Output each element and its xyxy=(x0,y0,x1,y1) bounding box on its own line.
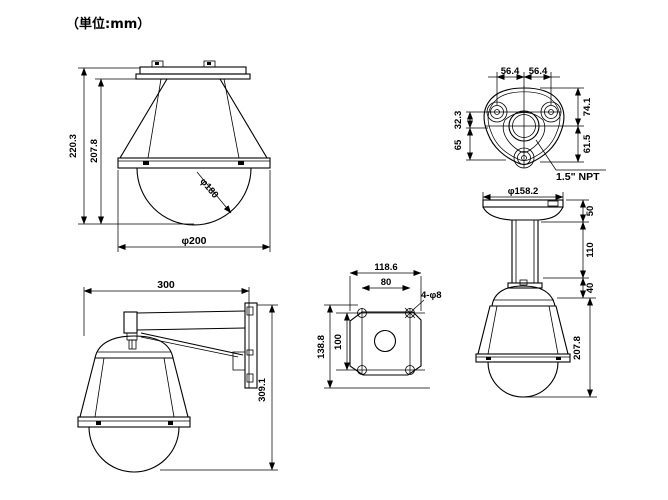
mount-stud xyxy=(128,339,137,350)
arm-end-cap xyxy=(123,311,138,334)
wall-bracket-view: 300 309.1 xyxy=(77,279,278,473)
dim-canopy-height: 50 xyxy=(585,206,596,217)
screw-hole xyxy=(357,365,367,375)
pipe-collar xyxy=(507,282,543,289)
dim-body-height: 207.8 xyxy=(89,139,100,163)
base-outline-group xyxy=(483,86,565,169)
tab-slot xyxy=(207,62,211,65)
brace xyxy=(140,336,239,358)
dim-camera-height: 207.8 xyxy=(572,336,583,360)
canopy xyxy=(482,206,564,221)
screw-hole xyxy=(357,308,367,318)
body-crease xyxy=(548,305,559,355)
top-band xyxy=(135,73,251,80)
dim-hole-spacing-left: 56.4 xyxy=(501,66,520,77)
ring-bolt xyxy=(143,161,149,165)
dim-pipe-length: 110 xyxy=(585,242,596,257)
dim-offset-lower-left: 65 xyxy=(453,139,464,150)
cable-hole xyxy=(373,329,397,353)
dim-hole-pitch-width: 80 xyxy=(381,277,392,288)
dim-plate-width: 118.6 xyxy=(374,262,397,273)
dome xyxy=(88,426,180,473)
dim-hole-spacing-right: 56.4 xyxy=(529,66,548,77)
dome-leader xyxy=(196,171,232,214)
wall-plate xyxy=(244,302,258,389)
dome xyxy=(487,361,559,398)
plate-slot xyxy=(246,306,254,316)
camera-body xyxy=(119,78,268,159)
body-crease xyxy=(94,357,105,418)
dome xyxy=(136,167,252,226)
arm-top xyxy=(136,310,246,314)
dim-hole-pitch-height: 100 xyxy=(333,334,344,350)
tab-slot xyxy=(155,62,159,65)
flange-ring xyxy=(117,157,271,169)
dim-cap-height: 40 xyxy=(585,283,596,294)
body-crease xyxy=(147,78,162,159)
ceiling-flange xyxy=(482,199,564,208)
camera-cap xyxy=(491,285,556,307)
brace-foot xyxy=(232,351,246,371)
ring-bolt xyxy=(486,357,491,360)
screw-hole xyxy=(405,365,415,375)
ring-bolt xyxy=(556,357,561,360)
mounting-plate-view: 118.6 80 4-φ8 138.8 100 xyxy=(316,262,442,389)
front-view: 220.3 207.8 φ200 φ180 xyxy=(68,60,271,252)
dim-conduit-thread: 1.5" NPT xyxy=(556,171,600,183)
dim-arm-length: 300 xyxy=(157,279,175,291)
flange-ring xyxy=(77,416,191,428)
leader-x-mark xyxy=(404,307,416,319)
pendant-view: φ158.2 50 110 40 207.8 xyxy=(475,186,597,398)
dim-body-diameter: φ200 xyxy=(181,235,206,247)
screw-hole xyxy=(405,308,415,318)
ceiling-plate xyxy=(139,66,247,75)
arm-bottom xyxy=(136,327,246,331)
body-crease xyxy=(163,357,175,418)
dim-hole-callout: 4-φ8 xyxy=(421,290,442,301)
unit-label: （単位:mm） xyxy=(66,16,150,32)
ring-bolt xyxy=(96,421,101,425)
hole-leader xyxy=(413,299,425,310)
dim-offset-upper-left: 32.3 xyxy=(453,111,464,130)
dim-offset-lower-right: 61.5 xyxy=(582,134,593,153)
dim-flange-diameter: φ158.2 xyxy=(508,186,539,197)
plate-slot xyxy=(246,349,254,356)
dim-dome-diameter: φ180 xyxy=(197,176,220,200)
npt-leader xyxy=(535,139,606,171)
flange-ring xyxy=(475,353,571,363)
brace xyxy=(140,332,244,356)
dim-plate-height: 138.8 xyxy=(316,335,327,359)
cap-bolt xyxy=(519,279,528,286)
plate-slot xyxy=(246,373,254,383)
body-crease xyxy=(223,78,240,159)
body-crease xyxy=(487,305,498,355)
dim-offset-upper-right: 74.1 xyxy=(582,97,593,116)
camera-cap xyxy=(94,335,174,359)
base-top-view: 56.4 56.4 32.3 65 74.1 61.5 1.5" NPT xyxy=(453,66,606,183)
ring-bolt xyxy=(238,161,244,165)
camera-body xyxy=(477,305,569,355)
ring-bolt xyxy=(168,421,173,425)
flange-detail xyxy=(547,200,559,207)
dim-overall-height: 309.1 xyxy=(257,377,268,401)
dim-overall-height: 220.3 xyxy=(68,134,79,158)
